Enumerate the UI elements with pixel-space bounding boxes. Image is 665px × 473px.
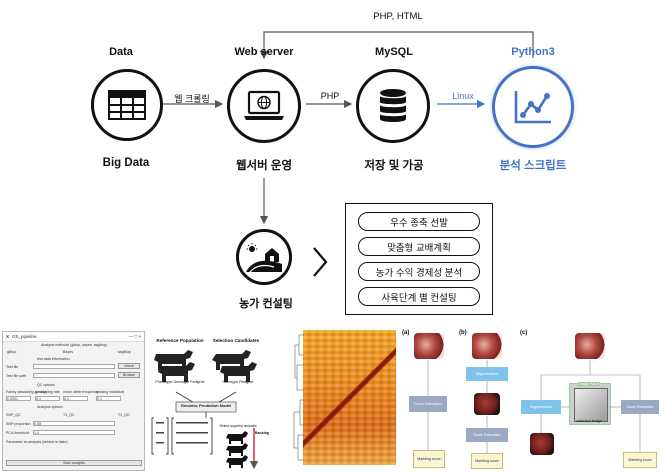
node-web — [227, 69, 301, 143]
ranked-cattle-icons — [226, 431, 248, 468]
gs-pipeline-window: X GS_pipeline — □ × Analysis methods (gb… — [2, 331, 145, 471]
cattle-icons — [154, 350, 257, 382]
consulting-item: 농가 수익 경제성 분석 — [358, 262, 480, 281]
segmented-beef-image — [530, 433, 554, 455]
opt-gblup[interactable]: gBlup — [7, 350, 17, 354]
window-titlebar: X GS_pipeline — □ × — [3, 332, 144, 342]
score-estimation-box: Score Estimation — [621, 400, 659, 414]
row-reanalysis: Parameter re-analysis (default is false) — [6, 440, 68, 444]
gs-selection-label: Selection Candidates — [212, 338, 260, 343]
heatmap-image — [293, 330, 396, 465]
qc-opt[interactable]: Family absolutely-p-value — [6, 390, 47, 394]
test-file-input[interactable] — [33, 364, 115, 369]
beef-sample-image — [575, 333, 605, 359]
row-analysis-options: Analysis options — [37, 405, 63, 409]
check-button[interactable]: check — [118, 363, 140, 369]
panel-c-tag: (c) — [520, 330, 528, 336]
pipeline-connectors — [427, 360, 641, 453]
node-python-caption: 분석 스크립트 — [499, 160, 567, 172]
database-icon — [380, 89, 406, 122]
qc-opt[interactable]: minor allele frequency — [63, 390, 99, 394]
snp-col: T1_QC — [63, 413, 75, 417]
app-logo-icon: X — [6, 334, 10, 339]
score-estimation-box: Score Estimation — [466, 428, 508, 442]
row-snp-proportion: SNP proportion — [6, 422, 31, 426]
node-mysql — [356, 69, 430, 143]
edge-label-crawling: 웹 크롤링 — [174, 94, 210, 104]
line-chart-icon — [514, 91, 551, 124]
farm-barn-icon — [246, 243, 282, 272]
test-path-input[interactable] — [33, 373, 115, 378]
node-python — [492, 66, 574, 148]
beef-sample-image — [472, 333, 502, 359]
window-title: GS_pipeline — [12, 334, 37, 339]
qc-value[interactable]: 0.1 — [35, 396, 60, 401]
qc-value[interactable]: 0.0001 — [6, 396, 31, 401]
node-web-title: Web server — [234, 46, 294, 58]
gs-geno-label: Genotype Pedigree — [222, 380, 254, 384]
gs-ranking-label: Ranking — [254, 431, 270, 435]
image-patch-stack — [574, 388, 608, 422]
feedback-arrow — [259, 31, 534, 60]
heatmap-dendrogram — [293, 334, 304, 461]
selection-image-label: selection image — [576, 419, 602, 423]
node-mysql-title: MySQL — [375, 46, 413, 58]
consulting-item: 우수 종축 선발 — [358, 212, 480, 231]
row-test-file: Test file — [6, 365, 19, 369]
segmentation-box: Segmentation — [466, 367, 508, 381]
node-data-caption: Big Data — [102, 157, 150, 169]
snp-col: T2_QC — [118, 413, 130, 417]
segmented-beef-image — [474, 393, 500, 415]
node-python-title: Python3 — [511, 46, 555, 58]
node-data-title: Data — [109, 46, 133, 58]
row-pca-threshold: PCA threshold — [6, 431, 29, 435]
node-farm-caption: 농가 컨설팅 — [239, 298, 293, 310]
consulting-list: 우수 종축 선발 맞춤형 교배계획 농가 수익 경제성 분석 사육단계 별 컨설… — [345, 203, 493, 315]
gs-reference-label: Reference Population — [156, 338, 204, 343]
consulting-item: 사육단계 별 컨설팅 — [358, 287, 480, 306]
beef-sample-image — [414, 333, 444, 359]
segmentation-box: Segmentation — [521, 400, 561, 414]
node-mysql-caption: 저장 및 가공 — [364, 160, 424, 172]
row-test-path: Test file path — [6, 374, 27, 378]
consulting-item: 맞춤형 교배계획 — [358, 237, 480, 256]
chevron-right-icon — [313, 247, 328, 277]
panel-a-tag: (a) — [402, 330, 410, 336]
gs-model-label: Genomic Prediction Model — [180, 403, 232, 408]
qc-value[interactable]: 0.1 — [63, 396, 88, 401]
gs-pheno-label: Phenotype Genotype Pedigree — [155, 380, 205, 384]
row-test-info: test data information — [37, 357, 70, 361]
node-web-caption: 웹서버 운영 — [235, 160, 293, 172]
snp-col: SNP_QC — [6, 413, 21, 417]
marbling-score-box: Marbling score — [413, 450, 445, 468]
qc-opt[interactable]: genotyping rate — [35, 390, 60, 394]
node-data — [91, 69, 163, 141]
opt-bayes[interactable]: Bayes — [63, 350, 73, 354]
qc-value[interactable]: 0.1 — [96, 396, 121, 401]
opt-ssgblup[interactable]: ssgBlup — [118, 350, 131, 354]
snp-proportion-input[interactable]: 0.05 — [33, 421, 115, 426]
row-qc-options: QC options — [37, 383, 55, 387]
row-analysis-methods: Analysis methods (gblup, bayes, ssgblup) — [41, 343, 108, 347]
qc-opt[interactable]: missing individual — [96, 390, 125, 394]
feedback-label: PHP, HTML — [373, 11, 423, 22]
node-farm — [236, 229, 292, 285]
marbling-score-box: Marbling score — [471, 453, 503, 469]
score-estimation-box: Score Estimation — [409, 396, 447, 412]
edge-label-php: PHP — [320, 91, 340, 101]
image-patch-label: Image Patch — [577, 382, 601, 386]
start-analysis-button[interactable]: Start analysis — [6, 460, 142, 466]
panel-b-tag: (b) — [459, 330, 467, 336]
diagram-connectors — [161, 31, 534, 277]
window-controls[interactable]: — □ × — [128, 334, 141, 339]
browse-button[interactable]: Browse — [118, 372, 140, 378]
pca-threshold-input[interactable]: 1.0 — [33, 430, 115, 435]
gs-schematic — [151, 350, 259, 470]
table-grid-icon — [108, 90, 146, 120]
marbling-score-box: Marbling score — [623, 452, 657, 468]
laptop-globe-icon — [244, 90, 284, 120]
gs-select-label: Select superior animals — [219, 424, 257, 428]
edge-label-linux: Linux — [452, 91, 474, 101]
